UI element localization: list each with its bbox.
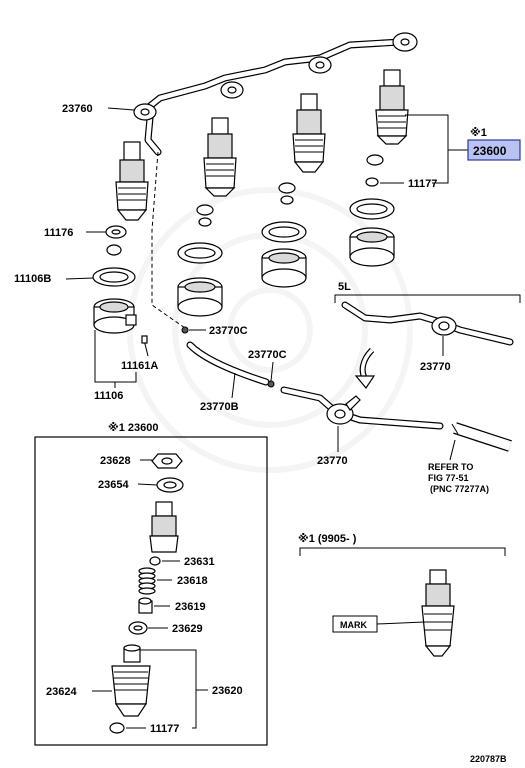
label-23770B: 23770B: [200, 401, 239, 413]
clip-23770C-a[interactable]: [181, 326, 189, 334]
pin-11161A[interactable]: [141, 335, 148, 344]
label-23619: 23619: [175, 601, 206, 613]
holder-2[interactable]: [177, 277, 223, 317]
note-mark-23600: ※1: [470, 127, 487, 139]
label-23600-main: 23600: [473, 144, 507, 158]
holder-4[interactable]: [349, 227, 395, 267]
label-23760: 23760: [62, 103, 93, 115]
label-23628: 23628: [100, 455, 131, 467]
injector-1[interactable]: [115, 141, 149, 221]
label-23618: 23618: [177, 575, 208, 587]
refer-line-3: (PNC 77277A): [430, 484, 489, 494]
label-11106: 11106: [94, 390, 123, 402]
label-5L: 5L: [338, 281, 351, 293]
label-23770C-a: 23770C: [209, 325, 248, 337]
figure-id: 220787B: [470, 754, 507, 764]
label-11106B: 11106B: [14, 273, 51, 285]
gasket-11106B[interactable]: [92, 267, 136, 287]
label-23770C-b: 23770C: [248, 349, 287, 361]
refer-line-2: FIG 77-51: [428, 473, 469, 483]
label-23624: 23624: [46, 686, 77, 698]
arrow-icon: [354, 347, 376, 390]
injector-9905[interactable]: [421, 569, 455, 657]
seal-11177-box[interactable]: [109, 722, 125, 734]
fuel-pipe-23760[interactable]: [133, 32, 418, 156]
nozzle-body[interactable]: [149, 501, 179, 553]
label-11161A: 11161A: [121, 360, 158, 372]
hose-refer-77-51[interactable]: [451, 422, 512, 452]
ring-23631[interactable]: [149, 556, 161, 566]
spring-23618[interactable]: [138, 567, 156, 595]
nozzle-holder-23624[interactable]: [111, 665, 151, 717]
label-23770-b: 23770: [317, 455, 348, 467]
injector-4[interactable]: [375, 69, 409, 145]
label-11177-box: 11177: [150, 723, 179, 735]
holder-3[interactable]: [261, 248, 307, 288]
label-23654: 23654: [98, 479, 129, 491]
box-title: ※1 23600: [108, 422, 158, 434]
label-23620: 23620: [212, 685, 243, 697]
injector-2[interactable]: [203, 117, 237, 197]
label-23629: 23629: [172, 623, 203, 635]
seat-23619[interactable]: [138, 597, 153, 614]
hose-23770B[interactable]: [186, 341, 270, 386]
detail-box-23600: [34, 436, 268, 746]
label-mark: MARK: [340, 620, 367, 630]
refer-line-1: REFER TO: [428, 462, 473, 472]
label-23770-a: 23770: [420, 361, 451, 373]
label-11176: 11176: [44, 227, 73, 239]
leak-pipe-23770-5L[interactable]: [341, 301, 514, 346]
seal-11177[interactable]: [365, 177, 379, 187]
nozzle-tip[interactable]: [123, 644, 141, 663]
clip-23770C-b[interactable]: [267, 380, 275, 388]
leak-pipe-23770-lower[interactable]: [280, 386, 444, 430]
injector-3[interactable]: [292, 93, 326, 173]
holder-11106[interactable]: [93, 298, 137, 334]
label-11177-top: 11177: [408, 178, 437, 190]
highlight-23600[interactable]: [467, 139, 521, 161]
label-23631: 23631: [184, 556, 215, 568]
note-9905: ※1 (9905- ): [298, 533, 357, 545]
